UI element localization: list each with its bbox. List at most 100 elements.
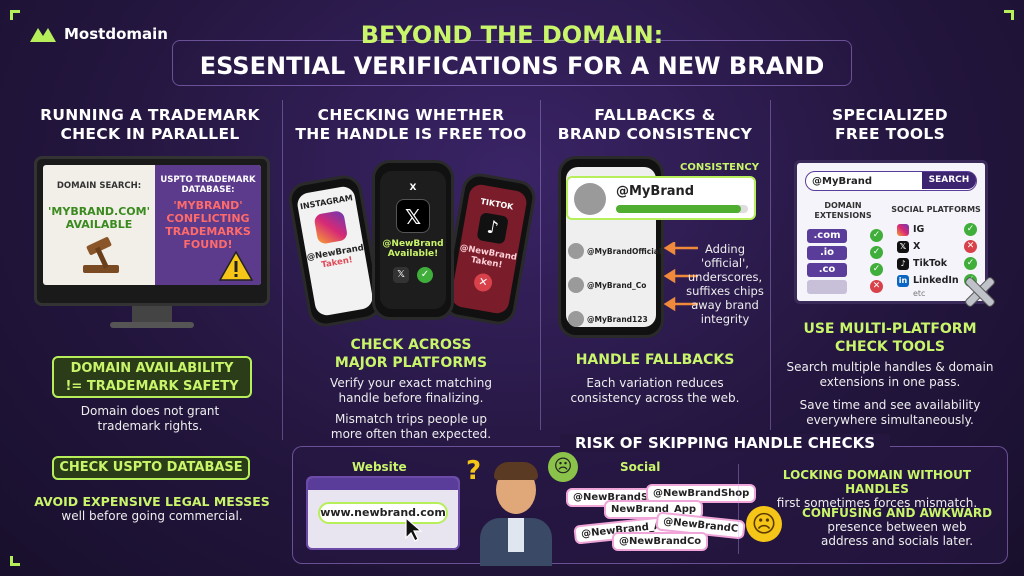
tiktok-x-icon: ✕ [472,272,494,293]
col1-heading: RUNNING A TRADEMARK CHECK IN PARALLEL [40,106,260,143]
x-label: X [409,183,417,193]
list-item: @MyBrand123 [568,304,658,334]
gavel-icon [83,237,119,273]
x-small-icon: 𝕏 [393,267,409,283]
corner-deco-tr [1004,10,1014,20]
col2-text: Verify your exact matching handle before… [330,376,492,441]
domain-ext-list: .com✓ .io✓ .co✓ ✕ [807,227,883,295]
check-icon: ✓ [417,267,433,283]
domain-search-label: DOMAIN SEARCH: [56,181,142,191]
domain-availability-box: DOMAIN AVAILABILITY != TRADEMARK SAFETY [52,356,252,398]
domain-ext-header: DOMAIN EXTENSIONS [814,201,872,220]
consistency-label: CONSISTENCY [680,162,759,173]
person-hair [494,462,538,480]
monitor-screen: DOMAIN SEARCH: 'MYBRAND.COM' AVAILABLE U… [43,165,261,285]
avatar [568,277,584,293]
platform-x: X [913,241,921,252]
risk-point-2: CONFUSING AND AWKWARD presence between w… [801,506,993,548]
instagram-icon [313,209,349,245]
tiktok-icon: ♪ [897,257,909,270]
domain-search-panel: DOMAIN SEARCH: 'MYBRAND.COM' AVAILABLE [43,165,155,285]
check-icon: ✓ [870,246,883,259]
search-button[interactable]: SEARCH [922,172,976,189]
divider-1 [282,100,283,440]
instagram-icon [897,223,909,236]
uspto-panel: USPTO TRADEMARK DATABASE: 'MYBRAND' CONF… [155,165,261,285]
list-item: @MyBrand_Co [568,270,658,300]
sad-face-icon: ☹ [746,506,782,542]
social-label: Social [620,460,661,474]
list-item: @MyBrandOfficial [568,236,661,266]
x-icon: ✕ [964,240,977,253]
uspto-label-1: USPTO TRADEMARK [160,175,256,185]
main-handle-card: @MyBrand [566,176,756,220]
phone-tiktok: TIKTOK ♪ @NewBrand Taken! ✕ [439,170,539,328]
monitor-stand [132,306,172,324]
tool-window: SEARCH DOMAIN EXTENSIONS .com ✓ .io ✓ .co ✓… [794,160,988,304]
risk-point-1: LOCKING DOMAIN WITHOUT HANDLES first som… [776,468,978,510]
monitor: DOMAIN SEARCH: 'MYBRAND.COM' AVAILABLE U… [34,156,270,306]
ext-com: .com [807,228,847,243]
url-bar: www.newbrand.com [318,502,448,524]
corner-deco-bl [10,556,20,566]
social-platforms-header: SOCIAL PLATFORMS [891,205,981,214]
uspto-label-2: DATABASE: [181,185,235,195]
wrench-icon [965,277,995,307]
consistency-bar [616,205,748,213]
platform-ig: IG [913,224,925,235]
fallback-note: Adding 'official', underscores, suffixes… [686,242,764,326]
title-line-1: BEYOND THE DOMAIN: [360,21,664,49]
fallback-list: @MyBrandOfficial @MyBrand_Co @MyBrand123 [568,236,661,334]
check-uspto-button[interactable]: CHECK USPTO DATABASE [52,456,250,480]
worried-person [472,462,560,566]
fallback-handle-3: @MyBrand123 [587,314,648,324]
monitor-base [110,322,194,328]
browser-toolbar [308,478,458,490]
phone-instagram: INSTAGRAM @NewBrand Taken! [285,172,385,330]
search-input[interactable] [812,174,912,188]
tiktok-icon: ♪ [476,212,509,245]
col2-subheading: CHECK ACROSS MAJOR PLATFORMS [334,337,488,371]
tiktok-label: TIKTOK [479,196,514,212]
question-mark: ? [466,456,482,486]
title-frame [172,40,852,86]
risk-divider [738,464,739,554]
col3-text: Each variation reduces consistency acros… [570,376,740,405]
ext-blank [807,279,847,294]
uspto-result-4: FOUND! [183,238,233,251]
domain-result-1: 'MYBRAND.COM' [48,205,150,218]
col2-heading: CHECKING WHETHER THE HANDLE IS FREE TOO [295,106,527,143]
x-status: Available! [387,249,439,259]
website-label: Website [352,460,407,474]
divider-3 [770,100,771,430]
page-title: BEYOND THE DOMAIN: ESSENTIAL VERIFICATIO… [172,20,852,82]
ext-io: .io [807,245,847,260]
browser-window: www.newbrand.com [306,476,460,550]
platform-linkedin: LinkedIn [913,275,959,286]
fallback-handle-2: @MyBrand_Co [587,280,647,290]
divider-2 [540,100,541,430]
warning-icon [219,251,253,281]
main-handle: @MyBrand [616,184,695,199]
avatar [568,243,584,259]
platform-tiktok: TikTok [913,258,948,269]
col4-heading: SPECIALIZED FREE TOOLS [832,106,948,143]
avatar [568,311,584,327]
instagram-label: INSTAGRAM [299,193,354,212]
title-line-2: ESSENTIAL VERIFICATIONS FOR A NEW BRAND [199,52,825,80]
col4-subheading: USE MULTI-PLATFORM CHECK TOOLS [803,321,977,355]
uspto-result-3: TRADEMARKS [165,225,251,238]
brand-name: Mostdomain [64,25,168,43]
worried-face-icon: ☹ [548,452,578,482]
x-logo-icon: 𝕏 [396,199,430,233]
domain-result-2: AVAILABLE [65,218,133,231]
uspto-result-1: 'MYBRAND' [173,199,243,212]
col4-text: Search multiple handles & domain extensi… [786,360,994,427]
col3-heading: FALLBACKS & BRAND CONSISTENCY [557,106,753,143]
social-chip: @NewBrandCo [612,532,709,551]
uspto-result-2: CONFLICTING [166,212,250,225]
ext-co: .co [807,262,847,277]
check-icon: ✓ [964,223,977,236]
logo-icon [30,28,56,42]
check-icon: ✓ [964,257,977,270]
